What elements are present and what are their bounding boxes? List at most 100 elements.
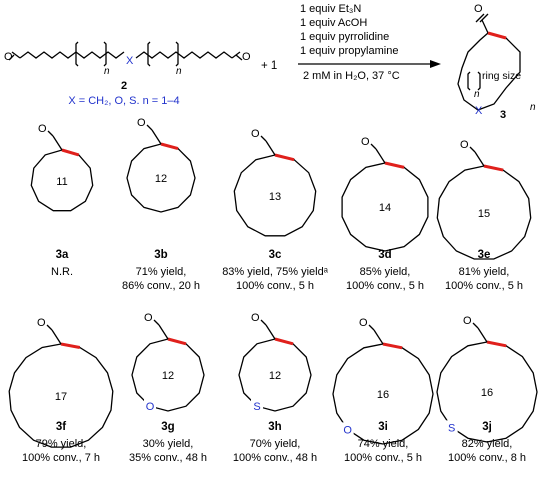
result-text: 85% yield,: [360, 266, 411, 278]
aldehyde-oxygen-right: O: [242, 51, 251, 63]
compound-label: 3a: [56, 249, 69, 261]
heteroatom-mask: [445, 420, 458, 434]
result-text: 30% yield,: [143, 438, 194, 450]
condition-line: 1 equiv propylamine: [300, 45, 398, 57]
ring-bonds: [332, 343, 434, 445]
result-text: 74% yield,: [358, 438, 409, 450]
aldehyde-bond: [265, 140, 276, 156]
heteroatom-mask: [144, 399, 156, 413]
result-text: 81% yield,: [459, 266, 510, 278]
ring-bonds: [8, 343, 114, 448]
subscript-n-right: n: [176, 66, 182, 77]
aldehyde-oxygen: O: [460, 139, 469, 151]
variables-line: X = CH₂, O, S. n = 1–4: [68, 95, 179, 107]
result-text: 83% yield, 75% yieldᵃ: [222, 266, 329, 278]
double-bond-highlight: [382, 342, 403, 350]
compound-label: 3g: [161, 421, 174, 433]
aldehyde-bond: [265, 324, 276, 340]
aldehyde-oxygen: O: [463, 315, 472, 327]
product-heteroatom-x: X: [475, 105, 483, 117]
compound-label: 3c: [269, 249, 282, 261]
result-text: 82% yield,: [462, 438, 513, 450]
aldehyde-oxygen: O: [38, 123, 47, 135]
ring-size-number: 16: [481, 387, 493, 399]
aldehyde-bond: [260, 319, 267, 326]
condition-solvent: 2 mM in H₂O, 37 °C: [303, 70, 400, 82]
result-text: 100% conv., 5 h: [346, 280, 424, 292]
aldehyde-bond: [51, 329, 62, 345]
compound-label: 3e: [478, 249, 491, 261]
aldehyde-bond: [146, 124, 153, 131]
double-bond-highlight: [274, 337, 294, 346]
aldehyde-bond: [370, 143, 377, 150]
result-text: 100% conv., 5 h: [236, 280, 314, 292]
ring-bonds: [233, 154, 317, 237]
aldehyde-bond: [472, 322, 479, 329]
ring-size-number: 13: [269, 191, 281, 203]
compound-label: 3h: [268, 421, 281, 433]
ring-size-number: 15: [478, 208, 490, 220]
result-text: 86% conv., 20 h: [122, 280, 200, 292]
double-bond-highlight: [61, 148, 80, 157]
result-text: 71% yield,: [136, 266, 187, 278]
compound-3-label: 3: [500, 109, 506, 121]
ring-size-label: ring size: [482, 70, 521, 82]
aldehyde-bond: [373, 329, 384, 345]
heteroatom-x: X: [126, 55, 134, 67]
product-subscript-n: n: [474, 89, 480, 100]
compound-label: 3f: [56, 421, 66, 433]
compound-label: 3i: [378, 421, 388, 433]
heteroatom-label: S: [253, 401, 260, 413]
aldehyde-oxygen: O: [361, 136, 370, 148]
heteroatom-label: S: [448, 422, 455, 434]
double-bond-highlight: [486, 340, 507, 348]
aldehyde-bond: [375, 148, 386, 164]
aldehyde-bond: [47, 130, 54, 137]
compound-label: 3j: [482, 421, 492, 433]
reaction-arrow: [298, 60, 441, 68]
ring-bonds: [131, 338, 205, 412]
ring-size-number: 12: [155, 173, 167, 185]
aldehyde-oxygen: O: [251, 312, 260, 324]
product-oxygen: O: [474, 3, 483, 15]
condition-line: 1 equiv AcOH: [300, 17, 367, 29]
double-bond-highlight: [167, 337, 187, 346]
ring-bonds: [238, 338, 312, 412]
ring-size-number: 12: [269, 370, 281, 382]
aldehyde-oxygen: O: [37, 317, 46, 329]
conditions-block: 1 equiv Et₃N 1 equiv AcOH 1 equiv pyrrol…: [300, 3, 400, 82]
double-bond-highlight: [274, 153, 295, 162]
ring-bonds: [341, 162, 429, 252]
double-bond-highlight: [384, 161, 405, 169]
ring-size-number: 16: [377, 389, 389, 401]
aldehyde-bond: [151, 129, 162, 145]
result-text: 100% conv., 5 h: [344, 452, 422, 464]
compound-label: 3b: [154, 249, 167, 261]
dialdehyde-structure: [8, 41, 243, 67]
result-text: 79% yield,: [36, 438, 87, 450]
compound-label: 3d: [378, 249, 391, 261]
result-text: 100% conv., 48 h: [233, 452, 317, 464]
ring-bonds: [126, 143, 196, 213]
result-text: 35% conv., 48 h: [129, 452, 207, 464]
aldehyde-oxygen: O: [359, 317, 368, 329]
ring-size-number: 12: [162, 370, 174, 382]
heteroatom-label: O: [146, 401, 155, 413]
compound-2-label: 2: [121, 80, 127, 92]
ring-bonds: [30, 149, 94, 212]
aldehyde-oxygen: O: [144, 312, 153, 324]
result-text: 100% conv., 7 h: [22, 452, 100, 464]
aldehyde-bond: [52, 135, 63, 151]
aldehyde-bond: [260, 135, 267, 142]
condition-line: 1 equiv Et₃N: [300, 3, 361, 15]
